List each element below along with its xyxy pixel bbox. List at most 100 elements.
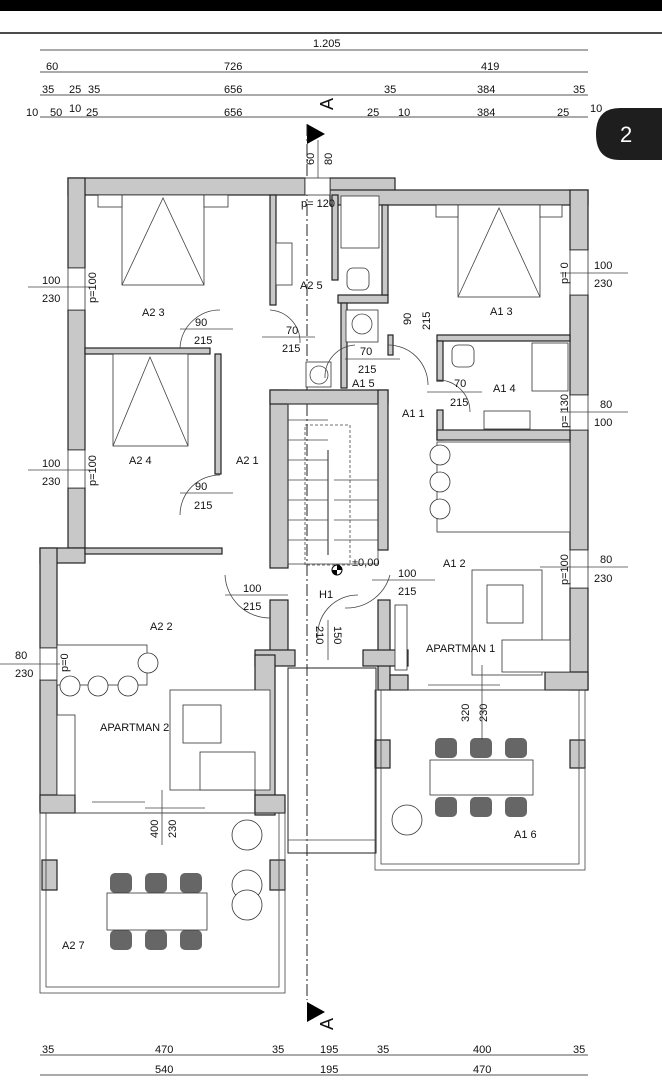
- dim: 25: [86, 107, 98, 119]
- dim: 25: [69, 84, 81, 96]
- dim: 25: [367, 107, 379, 119]
- dim: 10: [26, 107, 38, 119]
- window-width: 80: [600, 399, 612, 411]
- dim: 60: [46, 61, 58, 73]
- window-width: 100: [42, 275, 60, 287]
- door-height: 210: [313, 626, 325, 644]
- page-badge[interactable]: 2: [596, 108, 662, 160]
- section-label: A: [317, 1018, 337, 1030]
- dim: 35: [573, 1044, 585, 1056]
- dim: 50: [50, 107, 62, 119]
- room-label-a24: A2 4: [129, 455, 152, 467]
- door-width: 90: [402, 313, 414, 325]
- dim: 470: [155, 1044, 173, 1056]
- sill-height: p= 120: [301, 198, 335, 210]
- window-height: 230: [42, 293, 60, 305]
- door-height: 215: [282, 343, 300, 355]
- furniture: [56, 194, 571, 950]
- dim: 726: [224, 61, 242, 73]
- room-label-a21: A2 1: [236, 455, 259, 467]
- dim: 10: [590, 103, 602, 115]
- section-label: A: [317, 98, 337, 110]
- door-width: 100: [243, 583, 261, 595]
- dim: 35: [42, 84, 54, 96]
- window-labels: 100 230 p=100 100 230 p=100 100 230 p= 0…: [0, 153, 628, 680]
- bottom-dimensions: 35 470 35 195 35 400 35 540 195 470: [40, 1044, 588, 1076]
- window-width: 80: [600, 554, 612, 566]
- section-marker-top: A: [307, 98, 337, 144]
- room-label-a11: A1 1: [402, 408, 425, 420]
- dim: 35: [88, 84, 100, 96]
- sill-height: p= 130: [559, 394, 571, 428]
- room-label-h1: H1: [319, 589, 333, 601]
- dim: 419: [481, 61, 499, 73]
- door-height: 215: [194, 335, 212, 347]
- dim: 470: [473, 1064, 491, 1076]
- dim: 35: [384, 84, 396, 96]
- opening-dim: 80: [323, 153, 335, 165]
- terraces: [39, 667, 586, 994]
- room-label-a13: A1 3: [490, 306, 513, 318]
- dim: 384: [477, 84, 495, 96]
- section-arrow-icon: [307, 1002, 325, 1022]
- room-label-a22: A2 2: [150, 621, 173, 633]
- terrace-dim: 400: [149, 820, 161, 838]
- room-label-a16: A1 6: [514, 829, 537, 841]
- dim-total: 1.205: [313, 38, 341, 50]
- door-height: 215: [421, 312, 433, 330]
- dim: 384: [477, 107, 495, 119]
- window-height: 230: [594, 573, 612, 585]
- dim: 35: [573, 84, 585, 96]
- bed-a13: [457, 204, 541, 298]
- dim: 656: [224, 84, 242, 96]
- room-label-a23: A2 3: [142, 307, 165, 319]
- bed-a23: [121, 194, 205, 286]
- door-height: 215: [398, 586, 416, 598]
- room-label-a12: A1 2: [443, 558, 466, 570]
- room-label-a25: A2 5: [300, 280, 323, 292]
- sill-height: p= 0: [559, 262, 571, 284]
- room-label-a27: A2 7: [62, 940, 85, 952]
- dim: 35: [377, 1044, 389, 1056]
- window-height: 100: [594, 417, 612, 429]
- room-label-a15: A1 5: [352, 378, 375, 390]
- room-labels: A2 3 A2 5 A1 3 A2 4 A2 1 A1 5 A1 4 A1 1 …: [62, 280, 537, 952]
- dim: 195: [320, 1064, 338, 1076]
- window-width: 100: [594, 260, 612, 272]
- door-width: 70: [454, 378, 466, 390]
- section-arrow-icon: [307, 124, 325, 144]
- door-labels: 90 215 70 215 90 215 70 215 70 215 90 21…: [180, 312, 482, 660]
- window-height: 230: [15, 668, 33, 680]
- window-width: 80: [15, 650, 27, 662]
- opening-dim: 60: [305, 153, 317, 165]
- top-bar: [0, 0, 662, 11]
- section-marker-bottom: A: [307, 1002, 337, 1030]
- page-number: 2: [620, 122, 632, 147]
- dim: 10: [69, 103, 81, 115]
- door-width: 90: [195, 481, 207, 493]
- terrace-dim: 230: [167, 820, 179, 838]
- dim: 35: [272, 1044, 284, 1056]
- door-height: 215: [358, 364, 376, 376]
- door-width: 70: [286, 325, 298, 337]
- window-width: 100: [42, 458, 60, 470]
- top-dimensions: 1.205 60 726 419 35 25 35 656 35 384 35 …: [26, 38, 602, 119]
- sill-height: p=100: [559, 554, 571, 585]
- sill-height: p=0: [59, 653, 71, 672]
- bed-a24: [112, 353, 189, 447]
- dim: 25: [557, 107, 569, 119]
- dim: 400: [473, 1044, 491, 1056]
- door-height: 215: [194, 500, 212, 512]
- dim: 540: [155, 1064, 173, 1076]
- terrace-dim: 320: [460, 704, 472, 722]
- terrace-labels: 320 230 400 230: [92, 665, 500, 845]
- sill-height: p=100: [87, 455, 99, 486]
- terrace-dim: 230: [478, 704, 490, 722]
- door-width: 150: [331, 626, 343, 644]
- door-swings: [179, 309, 471, 641]
- level-label: ±0,00: [352, 557, 379, 569]
- apartment-label-2: APARTMAN 2: [100, 722, 169, 734]
- dim: 195: [320, 1044, 338, 1056]
- door-width: 70: [360, 346, 372, 358]
